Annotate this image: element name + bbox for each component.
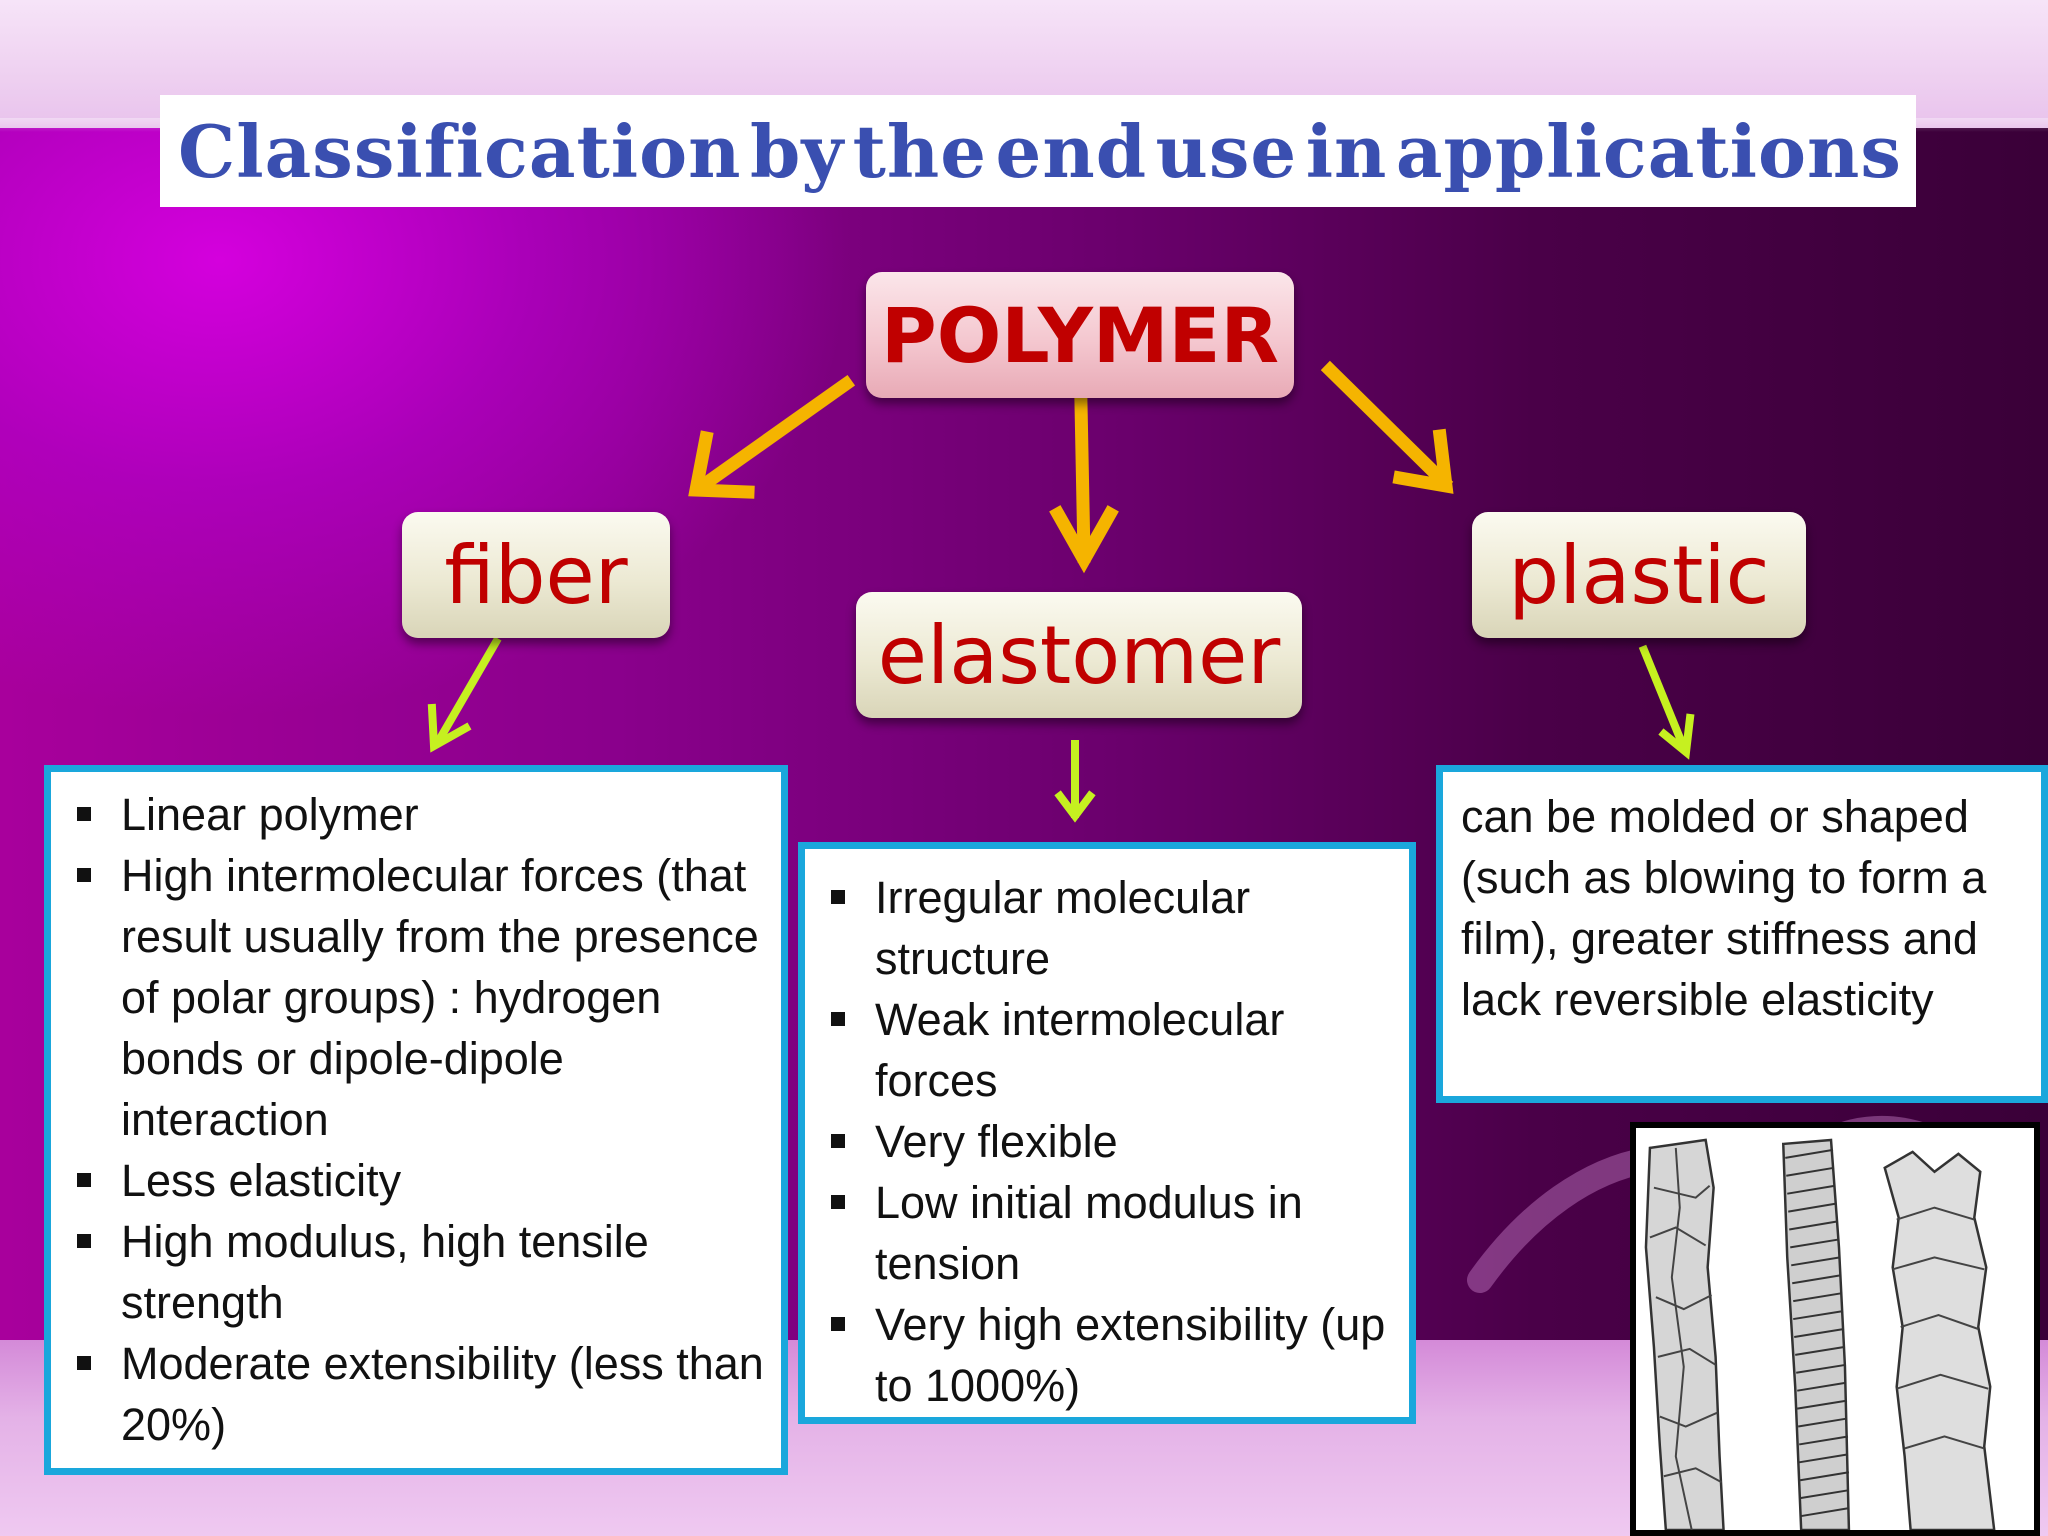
list-item: High intermolecular forces (that result … (69, 845, 771, 1150)
fiber-properties-list: Linear polymer High intermolecular force… (69, 784, 771, 1455)
list-item: Weak intermolecular forces (823, 989, 1399, 1111)
list-item-text: Moderate extensibility (less than 20%) (121, 1338, 764, 1450)
list-item: Very flexible (823, 1111, 1399, 1172)
plastic-description: can be molded or shaped (such as blowing… (1461, 791, 1987, 1025)
title-word: Classification (178, 108, 742, 194)
title-word: in (1305, 108, 1388, 194)
bullet-icon (831, 1012, 845, 1026)
list-item-text: Very flexible (875, 1116, 1118, 1167)
title-word: end (995, 108, 1148, 194)
bullet-icon (77, 868, 91, 882)
node-elastomer-label: elastomer (877, 608, 1281, 702)
list-item: Linear polymer (69, 784, 771, 845)
node-fiber-label: fiber (444, 528, 628, 622)
bullet-icon (77, 1356, 91, 1370)
node-polymer-label: POLYMER (881, 290, 1279, 380)
title-word: by (750, 108, 845, 194)
list-item-text: Very high extensibility (up to 1000%) (875, 1299, 1386, 1411)
node-elastomer: elastomer (856, 592, 1302, 718)
elastomer-properties-list: Irregular molecular structure Weak inter… (823, 867, 1399, 1416)
fiber-drawing-icon (1636, 1128, 2034, 1530)
list-item: High modulus, high tensile strength (69, 1211, 771, 1333)
node-plastic-label: plastic (1508, 528, 1770, 622)
bullet-icon (831, 1317, 845, 1331)
fiber-properties-box: Linear polymer High intermolecular force… (44, 765, 788, 1475)
node-polymer: POLYMER (866, 272, 1294, 398)
title-word: applications (1395, 108, 1902, 194)
elastomer-properties-box: Irregular molecular structure Weak inter… (798, 842, 1416, 1424)
list-item-text: Weak intermolecular forces (875, 994, 1285, 1106)
node-plastic: plastic (1472, 512, 1806, 638)
list-item: Less elasticity (69, 1150, 771, 1211)
list-item-text: High intermolecular forces (that result … (121, 850, 759, 1145)
list-item-text: High modulus, high tensile strength (121, 1216, 649, 1328)
bullet-icon (831, 1134, 845, 1148)
list-item-text: Low initial modulus in tension (875, 1177, 1303, 1289)
list-item: Low initial modulus in tension (823, 1172, 1399, 1294)
bullet-icon (831, 1195, 845, 1209)
bullet-icon (77, 1234, 91, 1248)
list-item: Very high extensibility (up to 1000%) (823, 1294, 1399, 1416)
title-word: use (1155, 108, 1298, 194)
fiber-strands-illustration (1630, 1122, 2040, 1536)
bullet-icon (77, 1173, 91, 1187)
list-item-text: Irregular molecular structure (875, 872, 1251, 984)
node-fiber: fiber (402, 512, 670, 638)
plastic-properties-box: can be molded or shaped (such as blowing… (1436, 765, 2048, 1103)
bullet-icon (77, 807, 91, 821)
bullet-icon (831, 890, 845, 904)
slide-title: Classification by the end use in applica… (160, 95, 1916, 207)
list-item-text: Less elasticity (121, 1155, 402, 1206)
list-item: Irregular molecular structure (823, 867, 1399, 989)
list-item-text: Linear polymer (121, 789, 419, 840)
title-word: the (852, 108, 988, 194)
list-item: Moderate extensibility (less than 20%) (69, 1333, 771, 1455)
